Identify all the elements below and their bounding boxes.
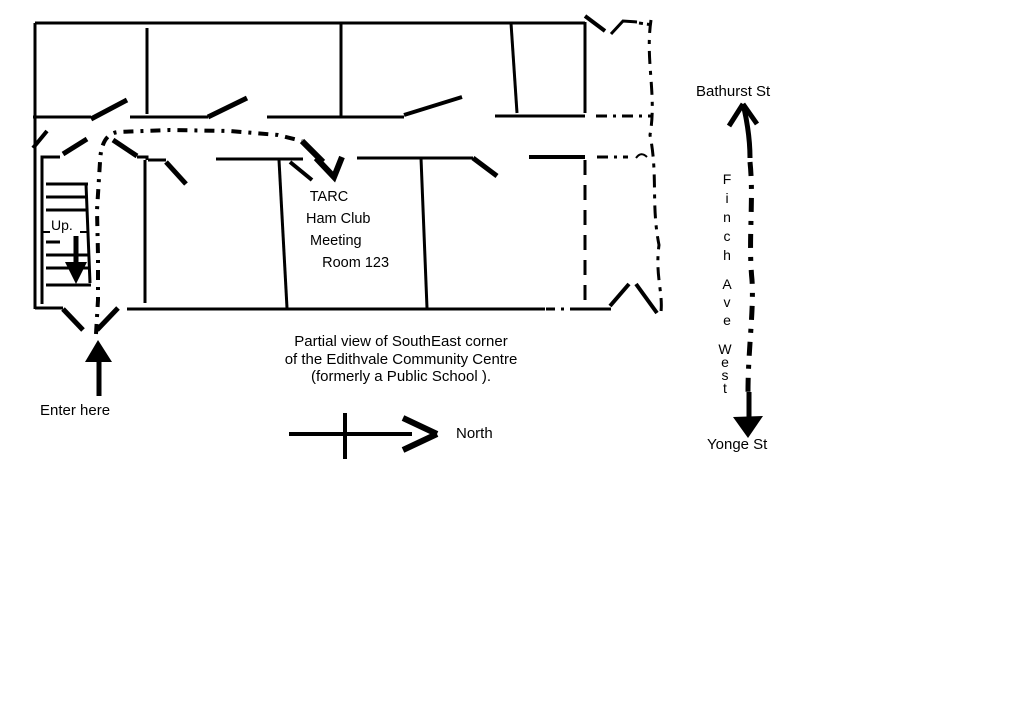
map-caption: Partial view of SouthEast corner of the … <box>284 333 518 385</box>
lobby-wall-right <box>137 155 149 160</box>
finch-ave-road <box>726 102 763 438</box>
bathurst-st-label: Bathurst St <box>696 83 771 100</box>
door-swing <box>164 160 188 186</box>
stair-rail <box>84 183 92 284</box>
partition-low-2 <box>277 159 289 309</box>
yonge-st-label: Yonge St <box>707 436 768 453</box>
enter-here-label: Enter here <box>40 402 111 419</box>
enter-arrow-icon <box>85 340 112 362</box>
road-south-arrow-icon <box>733 416 763 438</box>
partition-low-3 <box>419 157 429 309</box>
route-path <box>94 127 345 335</box>
door-swing <box>89 97 129 122</box>
meeting-room-label: TARC Ham Club Meeting Room 123 <box>306 189 390 271</box>
route-arrow-icon <box>299 138 345 183</box>
compass-arrowhead-icon <box>401 415 439 453</box>
entrance-funnel-left <box>61 307 85 332</box>
door-swings <box>31 95 499 332</box>
door-swing <box>288 160 314 182</box>
partition-top-3 <box>509 22 519 114</box>
road-dashed-line <box>745 161 755 393</box>
stairs-down-arrow-icon <box>65 262 87 284</box>
road-north-arrow-icon <box>726 102 760 159</box>
door-swing <box>471 156 499 178</box>
stairs-up-label: Up. <box>51 217 73 233</box>
route-dashed-line <box>94 127 303 335</box>
finch-label: F i n c h <box>722 171 732 263</box>
compass-arrow <box>289 413 439 459</box>
torn-edge <box>583 14 663 315</box>
stairs <box>42 182 92 287</box>
ave-label: A v e <box>722 276 732 328</box>
entrance-arrow <box>85 340 112 396</box>
door-swing <box>111 137 139 159</box>
lobby-wall-left <box>40 155 60 304</box>
torn-edge-line <box>647 19 663 313</box>
door-swing <box>31 129 49 150</box>
building-walls <box>33 21 651 311</box>
door-swing <box>206 95 249 120</box>
entrance-funnel-right <box>95 306 120 332</box>
north-label: North <box>456 425 493 442</box>
door-swing <box>403 95 463 117</box>
west-label: W e s t <box>718 341 732 396</box>
door-swing <box>61 136 89 157</box>
